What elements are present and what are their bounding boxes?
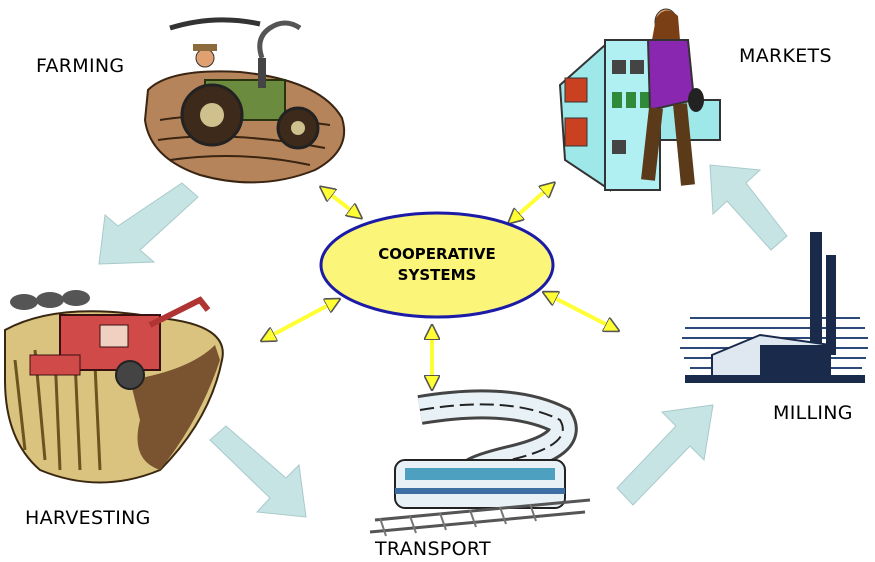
flow-arrow-harvesting-to-transport bbox=[209, 425, 307, 518]
connector-to-harvesting bbox=[263, 300, 338, 340]
center-hub-line-2: SYSTEMS bbox=[397, 266, 477, 284]
mill-illustration bbox=[680, 232, 868, 383]
harvester-illustration bbox=[4, 290, 224, 484]
flow-arrows bbox=[98, 164, 788, 518]
label-milling: MILLING bbox=[773, 402, 853, 424]
connectors bbox=[263, 184, 617, 388]
train-illustration bbox=[369, 389, 591, 537]
center-hub-label: COOPERATIVE SYSTEMS bbox=[322, 244, 552, 286]
connector-to-milling bbox=[545, 293, 617, 330]
tractor-illustration bbox=[143, 17, 346, 184]
connector-to-markets bbox=[510, 184, 553, 222]
label-transport: TRANSPORT bbox=[375, 538, 491, 560]
market-illustration bbox=[558, 8, 721, 192]
label-farming: FARMING bbox=[36, 55, 125, 77]
connector-to-farming bbox=[322, 188, 360, 217]
center-hub-line-1: COOPERATIVE bbox=[378, 245, 496, 263]
label-harvesting: HARVESTING bbox=[25, 507, 151, 529]
center-hub bbox=[319, 211, 555, 319]
label-markets: MARKETS bbox=[739, 45, 832, 67]
flow-arrow-transport-to-milling bbox=[616, 404, 714, 506]
flow-arrow-farming-to-harvesting bbox=[98, 182, 199, 265]
flow-arrow-milling-to-markets bbox=[709, 164, 788, 251]
